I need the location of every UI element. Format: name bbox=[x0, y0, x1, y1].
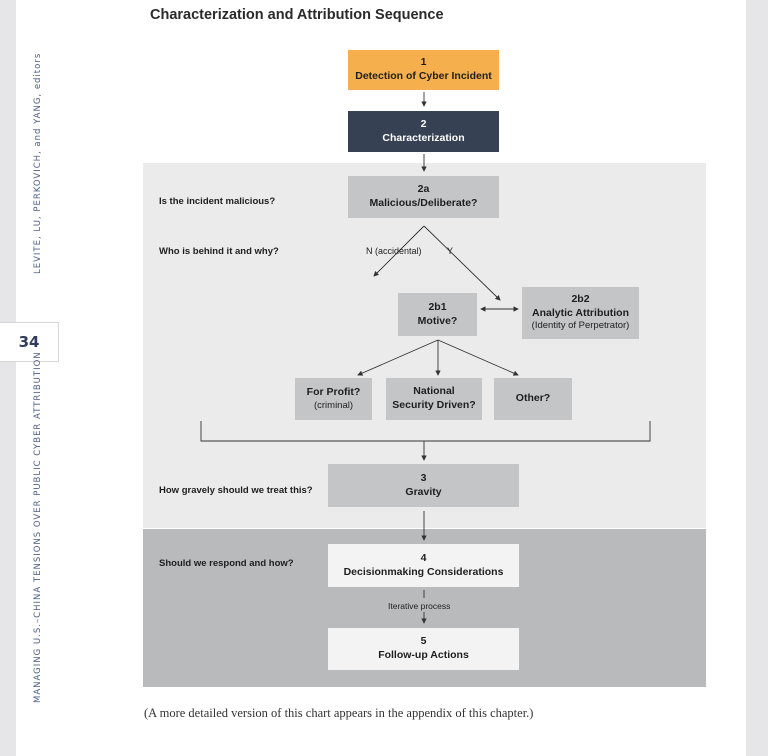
national-box: National Security Driven? bbox=[386, 378, 482, 420]
question-malicious: Is the incident malicious? bbox=[159, 196, 276, 207]
step2a-number: 2a bbox=[417, 183, 430, 196]
branch-n-label: N (accidental) bbox=[366, 246, 422, 256]
arrow-2b1-profit bbox=[357, 339, 439, 376]
step2-label: Characterization bbox=[382, 131, 465, 144]
step2-box: 2 Characterization bbox=[348, 111, 499, 152]
step4-number: 4 bbox=[420, 551, 427, 564]
caption: (A more detailed version of this chart a… bbox=[144, 706, 534, 720]
branch-y-label: Y bbox=[447, 246, 454, 256]
step1-number: 1 bbox=[420, 56, 427, 69]
other-box: Other? bbox=[494, 378, 572, 420]
question-respond: Should we respond and how? bbox=[159, 558, 294, 569]
step2b2-number: 2b2 bbox=[571, 293, 590, 306]
national-label-line1: National bbox=[413, 385, 455, 398]
step2-number: 2 bbox=[420, 117, 427, 130]
step3-number: 3 bbox=[420, 471, 427, 484]
arrow-2a-n bbox=[373, 225, 425, 277]
step1-box: 1 Detection of Cyber Incident bbox=[348, 50, 499, 90]
diagram-title: Characterization and Attribution Sequenc… bbox=[150, 7, 444, 23]
question-who: Who is behind it and why? bbox=[159, 246, 279, 257]
step2b2-label: Analytic Attribution bbox=[531, 306, 630, 319]
step2b1-label: Motive? bbox=[417, 314, 458, 327]
step4-box: 4 Decisionmaking Considerations bbox=[328, 544, 519, 587]
step5-box: 5 Follow-up Actions bbox=[328, 628, 519, 670]
profit-box: For Profit? (criminal) bbox=[295, 378, 372, 420]
step5-label: Follow-up Actions bbox=[378, 649, 469, 661]
bracket bbox=[200, 421, 651, 442]
profit-sublabel: (criminal) bbox=[313, 399, 354, 411]
step2b2-sublabel: (Identity of Perpetrator) bbox=[531, 320, 630, 332]
profit-label: For Profit? bbox=[306, 386, 361, 398]
step4-label: Decisionmaking Considerations bbox=[343, 565, 504, 578]
arrow-2b1-other bbox=[437, 339, 519, 376]
other-label: Other? bbox=[515, 392, 551, 405]
step2b1-box: 2b1 Motive? bbox=[398, 293, 477, 336]
step2b1-number: 2b1 bbox=[428, 300, 447, 313]
step5-number: 5 bbox=[420, 635, 427, 648]
step3-box: 3 Gravity bbox=[328, 464, 519, 507]
step2a-box: 2a Malicious/Deliberate? bbox=[348, 176, 499, 218]
page-number: 34 bbox=[0, 322, 59, 362]
iterative-label: Iterative process bbox=[388, 601, 451, 611]
arrow-2a-y bbox=[423, 225, 501, 301]
question-gravity: How gravely should we treat this? bbox=[159, 485, 313, 496]
step2b2-box: 2b2 Analytic Attribution (Identity of Pe… bbox=[522, 287, 639, 339]
national-label-line2: Security Driven? bbox=[392, 399, 476, 411]
step3-label: Gravity bbox=[405, 485, 442, 498]
step2a-label: Malicious/Deliberate? bbox=[369, 197, 478, 209]
step1-label: Detection of Cyber Incident bbox=[355, 70, 492, 82]
